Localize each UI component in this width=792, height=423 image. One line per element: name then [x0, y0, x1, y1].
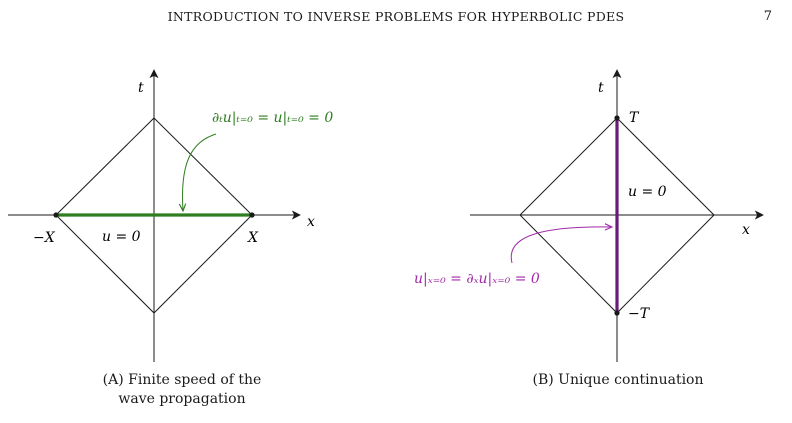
- running-title: INTRODUCTION TO INVERSE PROBLEMS FOR HYP…: [167, 9, 625, 24]
- fig-a-left-label: −X: [33, 230, 56, 246]
- fig-b-bottom-label: −T: [628, 306, 651, 322]
- fig-a-region-label: u = 0: [102, 229, 141, 245]
- fig-a-right-point: [249, 212, 255, 218]
- figure-a: t x −X X u = 0 ∂ₜu|ₜ₌₀ = u|ₜ₌₀ = 0 (A) F…: [8, 69, 333, 407]
- fig-b-annotation-arrow: [510, 227, 612, 264]
- fig-b-bottom-point: [614, 310, 620, 316]
- fig-b-x-label: x: [742, 222, 750, 238]
- fig-b-top-label: T: [629, 110, 640, 126]
- fig-b-caption: (B) Unique continuation: [533, 372, 704, 388]
- page-number: 7: [763, 9, 772, 24]
- page-header: INTRODUCTION TO INVERSE PROBLEMS FOR HYP…: [0, 9, 792, 29]
- fig-b-region-label: u = 0: [628, 184, 667, 200]
- fig-b-top-point: [614, 115, 620, 121]
- fig-a-t-label: t: [138, 80, 144, 96]
- fig-a-left-point: [53, 212, 59, 218]
- fig-a-right-label: X: [247, 230, 259, 246]
- fig-a-caption-line1: (A) Finite speed of the: [103, 372, 262, 388]
- fig-a-diamond: [55, 117, 253, 314]
- fig-a-caption-line2: wave propagation: [118, 391, 245, 407]
- fig-b-annotation: u|ₓ₌₀ = ∂ₓu|ₓ₌₀ = 0: [414, 271, 540, 287]
- fig-a-x-label: x: [307, 214, 315, 230]
- fig-a-annotation: ∂ₜu|ₜ₌₀ = u|ₜ₌₀ = 0: [212, 110, 333, 126]
- fig-b-t-label: t: [598, 80, 604, 96]
- figure-b: t x T −T u = 0 u|ₓ₌₀ = ∂ₓu|ₓ₌₀ = 0 (B) U…: [414, 69, 764, 388]
- fig-a-annotation-arrow: [182, 133, 217, 211]
